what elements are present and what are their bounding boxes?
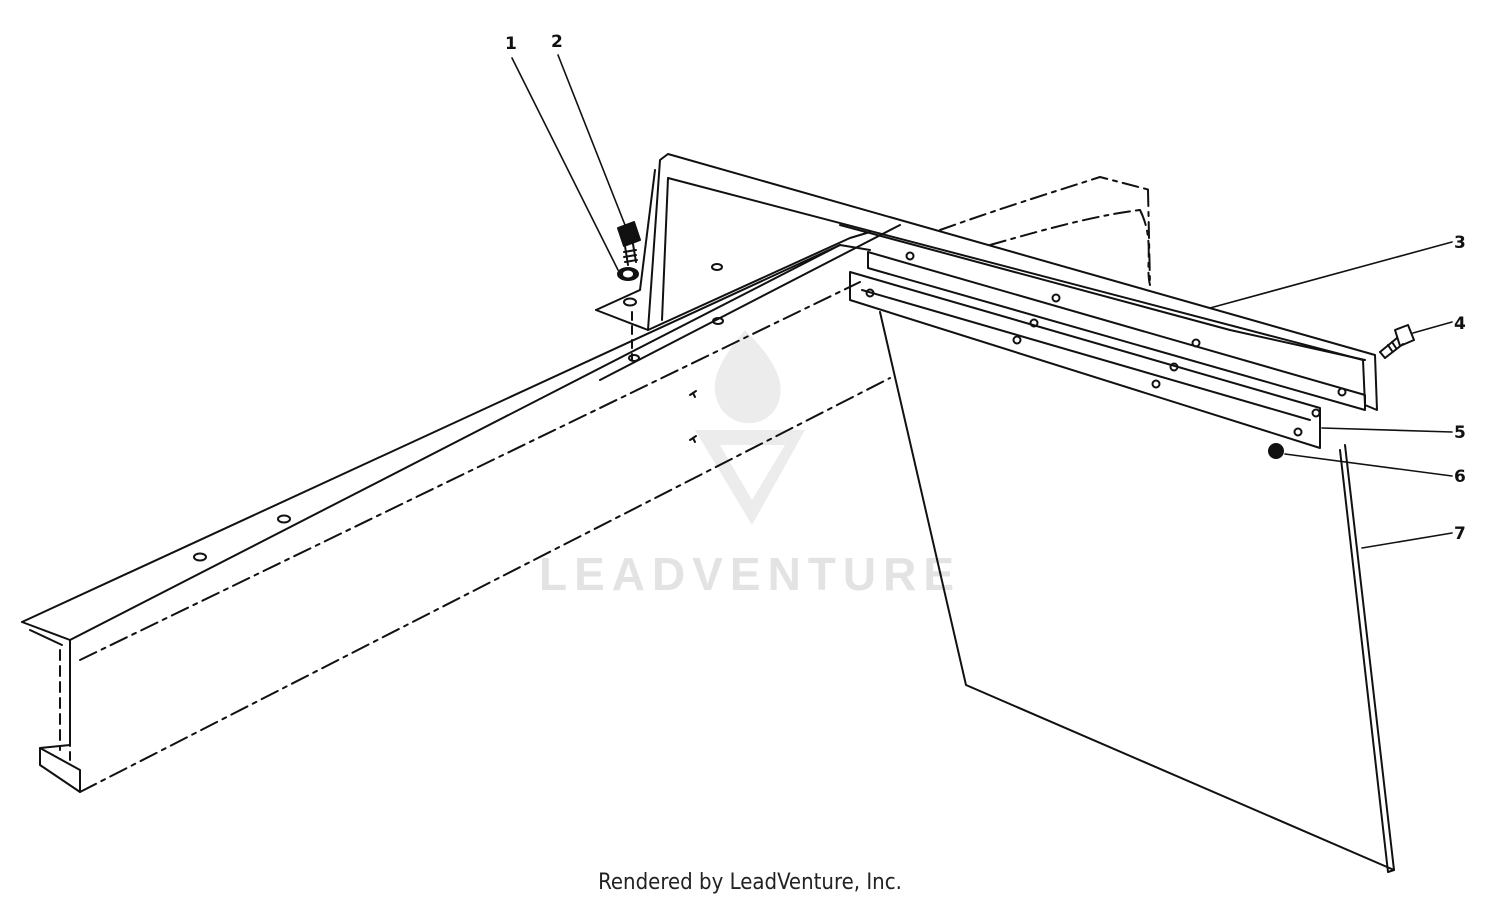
callout-6: 6 — [1454, 467, 1466, 487]
hex-bolt-top — [617, 221, 641, 266]
fender-outline — [939, 176, 1151, 286]
watermark-v-icon — [695, 430, 805, 525]
callout-2: 2 — [551, 32, 563, 52]
frame-channel — [21, 224, 901, 793]
leadventure-watermark: LEADVENTURE — [539, 330, 961, 600]
callout-4: 4 — [1454, 314, 1466, 334]
footer-credit: Rendered by LeadVenture, Inc. — [598, 870, 902, 895]
clamp-strip — [849, 251, 1366, 449]
callout-1: 1 — [505, 34, 517, 54]
hex-nut — [1268, 443, 1284, 459]
callout-labels: 1 2 3 4 5 6 7 — [505, 32, 1466, 544]
leader-lines — [511, 54, 1453, 549]
lock-washer — [617, 267, 639, 281]
watermark-text: LEADVENTURE — [539, 548, 961, 600]
callout-5: 5 — [1454, 423, 1466, 443]
mud-flap — [879, 311, 1395, 873]
mud-flap-bracket — [595, 153, 1378, 411]
callout-3: 3 — [1454, 233, 1466, 253]
watermark-flame-icon — [714, 330, 781, 424]
callout-7: 7 — [1454, 524, 1466, 544]
hex-bolt-side — [1379, 324, 1415, 359]
